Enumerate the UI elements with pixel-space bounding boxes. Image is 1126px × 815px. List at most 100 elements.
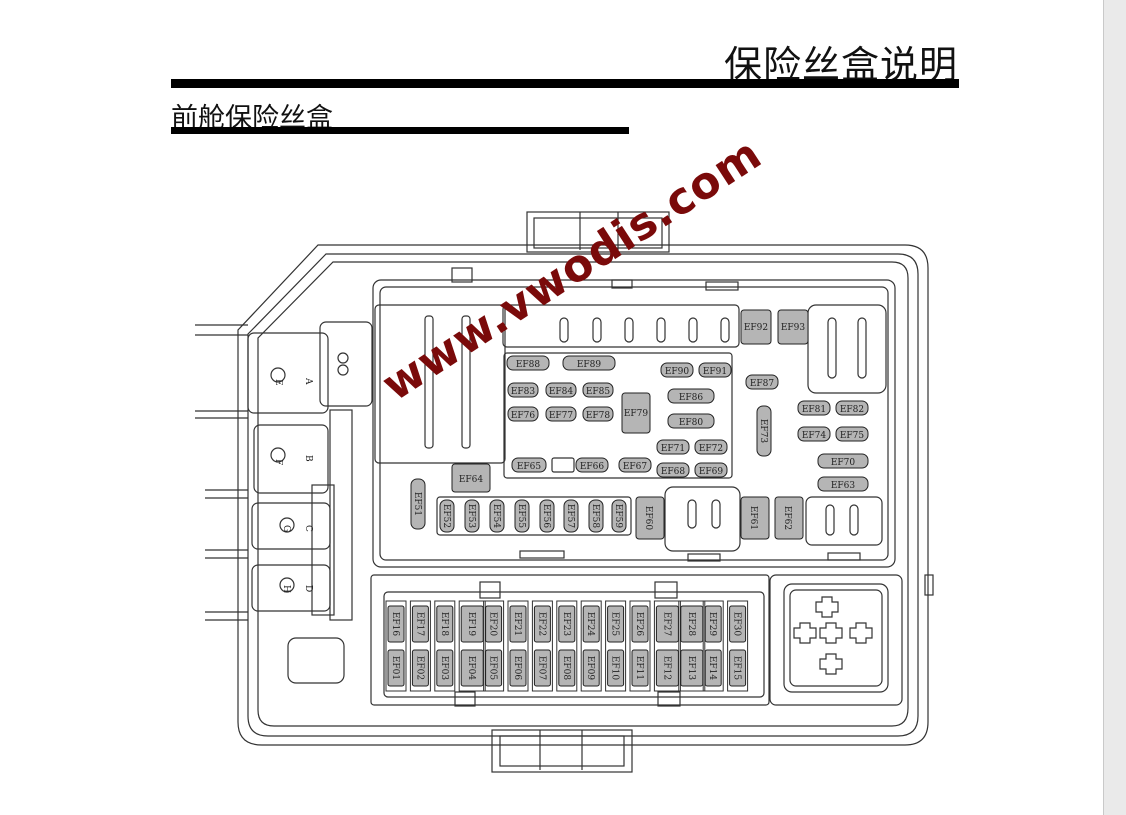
fuse-ef52: EF52	[441, 504, 451, 528]
fuse-ef72: EF72	[699, 444, 723, 454]
fuse-body	[631, 605, 649, 643]
connector-label-d: D	[303, 585, 313, 592]
fuse-bottom-ef01: EF01	[390, 656, 400, 680]
fuse-column	[678, 600, 706, 692]
bottom-connector-tab	[491, 729, 633, 773]
fuse-ef81: EF81	[802, 405, 826, 415]
fuse-top-ef20: EF20	[488, 612, 498, 637]
fuse-top-ef18: EF18	[439, 612, 449, 637]
fuse-ef88: EF88	[516, 360, 541, 370]
small-cover	[287, 637, 345, 684]
fuse-body	[387, 649, 405, 687]
fuse-body	[436, 649, 454, 687]
fuse-column	[556, 600, 578, 692]
fuse-ef57: EF57	[565, 504, 575, 529]
fuse-bottom-ef04: EF04	[466, 656, 476, 681]
connector-sub-label-f: F	[273, 459, 283, 465]
lower-fuse-panel	[370, 574, 770, 706]
fuse-ef75: EF75	[840, 431, 865, 441]
fuse-ef80: EF80	[679, 418, 704, 428]
fuse-top-ef16: EF16	[390, 612, 400, 637]
fuse-column	[434, 600, 456, 692]
relay-panel	[769, 574, 903, 706]
fuse-bottom-ef12: EF12	[661, 656, 671, 680]
fuse-bottom-ef03: EF03	[439, 656, 449, 681]
fuse-column	[653, 600, 681, 692]
fuse-bottom-ef07: EF07	[536, 656, 546, 681]
fuse-body	[558, 605, 576, 643]
main-fuse-block	[383, 591, 765, 698]
upper-fuse-panel	[372, 279, 896, 568]
fuse-ef79: EF79	[624, 409, 649, 419]
fuse-top-ef30: EF30	[732, 612, 742, 637]
fuse-column	[580, 600, 602, 692]
fuse-ef89: EF89	[577, 360, 602, 370]
fuse-bottom-ef05: EF05	[488, 656, 498, 681]
housing-outline	[237, 244, 929, 746]
fuse-column	[629, 600, 651, 692]
fuse-ef71: EF71	[661, 444, 685, 454]
fuse-body	[704, 605, 722, 643]
housing-inner-outline	[247, 253, 919, 737]
fuse-body	[509, 649, 527, 687]
fuse-body	[533, 649, 551, 687]
fuse-body	[729, 605, 747, 643]
fuse-ef53: EF53	[466, 504, 476, 529]
fuse-column	[702, 600, 724, 692]
section-rule	[171, 127, 629, 134]
fuse-bottom-ef09: EF09	[585, 656, 595, 681]
fuse-ef59: EF59	[613, 504, 623, 529]
fuse-ef85: EF85	[586, 387, 611, 397]
connector-sub-label-e: E	[273, 379, 283, 386]
fuse-ef91: EF91	[703, 367, 727, 377]
fuse-body	[436, 605, 454, 643]
fuse-body	[411, 605, 429, 643]
fuse-body	[607, 649, 625, 687]
fuse-bottom-ef11: EF11	[634, 656, 644, 680]
fuse-ef77: EF77	[549, 411, 574, 421]
fuse-ef73: EF73	[758, 419, 768, 444]
fuse-body	[607, 605, 625, 643]
fuse-column	[483, 600, 505, 692]
fuse-ef93: EF93	[781, 323, 806, 333]
fuse-ef51: EF51	[412, 492, 422, 516]
fuse-column	[605, 600, 627, 692]
fuse-body	[582, 605, 600, 643]
fuse-ef78: EF78	[586, 411, 611, 421]
fuse-bottom-ef06: EF06	[512, 656, 522, 681]
fuse-top-ef21: EF21	[512, 612, 522, 636]
fuse-bottom-ef10: EF10	[610, 656, 620, 681]
fuse-body	[558, 649, 576, 687]
fuse-top-ef24: EF24	[585, 612, 595, 637]
fuse-bottom-ef15: EF15	[732, 656, 742, 681]
fuse-bottom-ef08: EF08	[561, 656, 571, 681]
connector-b	[253, 424, 329, 494]
connector-sub-label-g: G	[281, 525, 291, 532]
fuse-top-ef29: EF29	[707, 612, 717, 637]
fuse-body	[533, 605, 551, 643]
fuse-column	[531, 600, 553, 692]
fuse-ef68: EF68	[661, 467, 686, 477]
fuse-body	[387, 605, 405, 643]
fuse-ef82: EF82	[840, 405, 864, 415]
connector-label-c: C	[303, 525, 313, 532]
connector-label-b: B	[303, 455, 313, 462]
fuse-top-ef27: EF27	[661, 612, 671, 637]
fuse-ef61: EF61	[748, 506, 758, 530]
fuse-ef74: EF74	[802, 431, 827, 441]
fuse-top-ef28: EF28	[686, 612, 696, 637]
fuse-column	[727, 600, 749, 692]
fuse-body	[631, 649, 649, 687]
fuse-body	[704, 649, 722, 687]
title-rule	[171, 79, 959, 88]
fuse-body	[485, 605, 503, 643]
fuse-top-ef22: EF22	[536, 612, 546, 636]
fuse-ef69: EF69	[699, 467, 724, 477]
fuse-top-ef23: EF23	[561, 612, 571, 637]
fuse-top-ef17: EF17	[414, 612, 424, 637]
fuse-ef84: EF84	[549, 387, 574, 397]
fuse-column	[507, 600, 529, 692]
fuse-top-ef19: EF19	[466, 612, 476, 637]
fuse-bottom-ef14: EF14	[707, 656, 717, 681]
fuse-ef70: EF70	[831, 458, 856, 468]
